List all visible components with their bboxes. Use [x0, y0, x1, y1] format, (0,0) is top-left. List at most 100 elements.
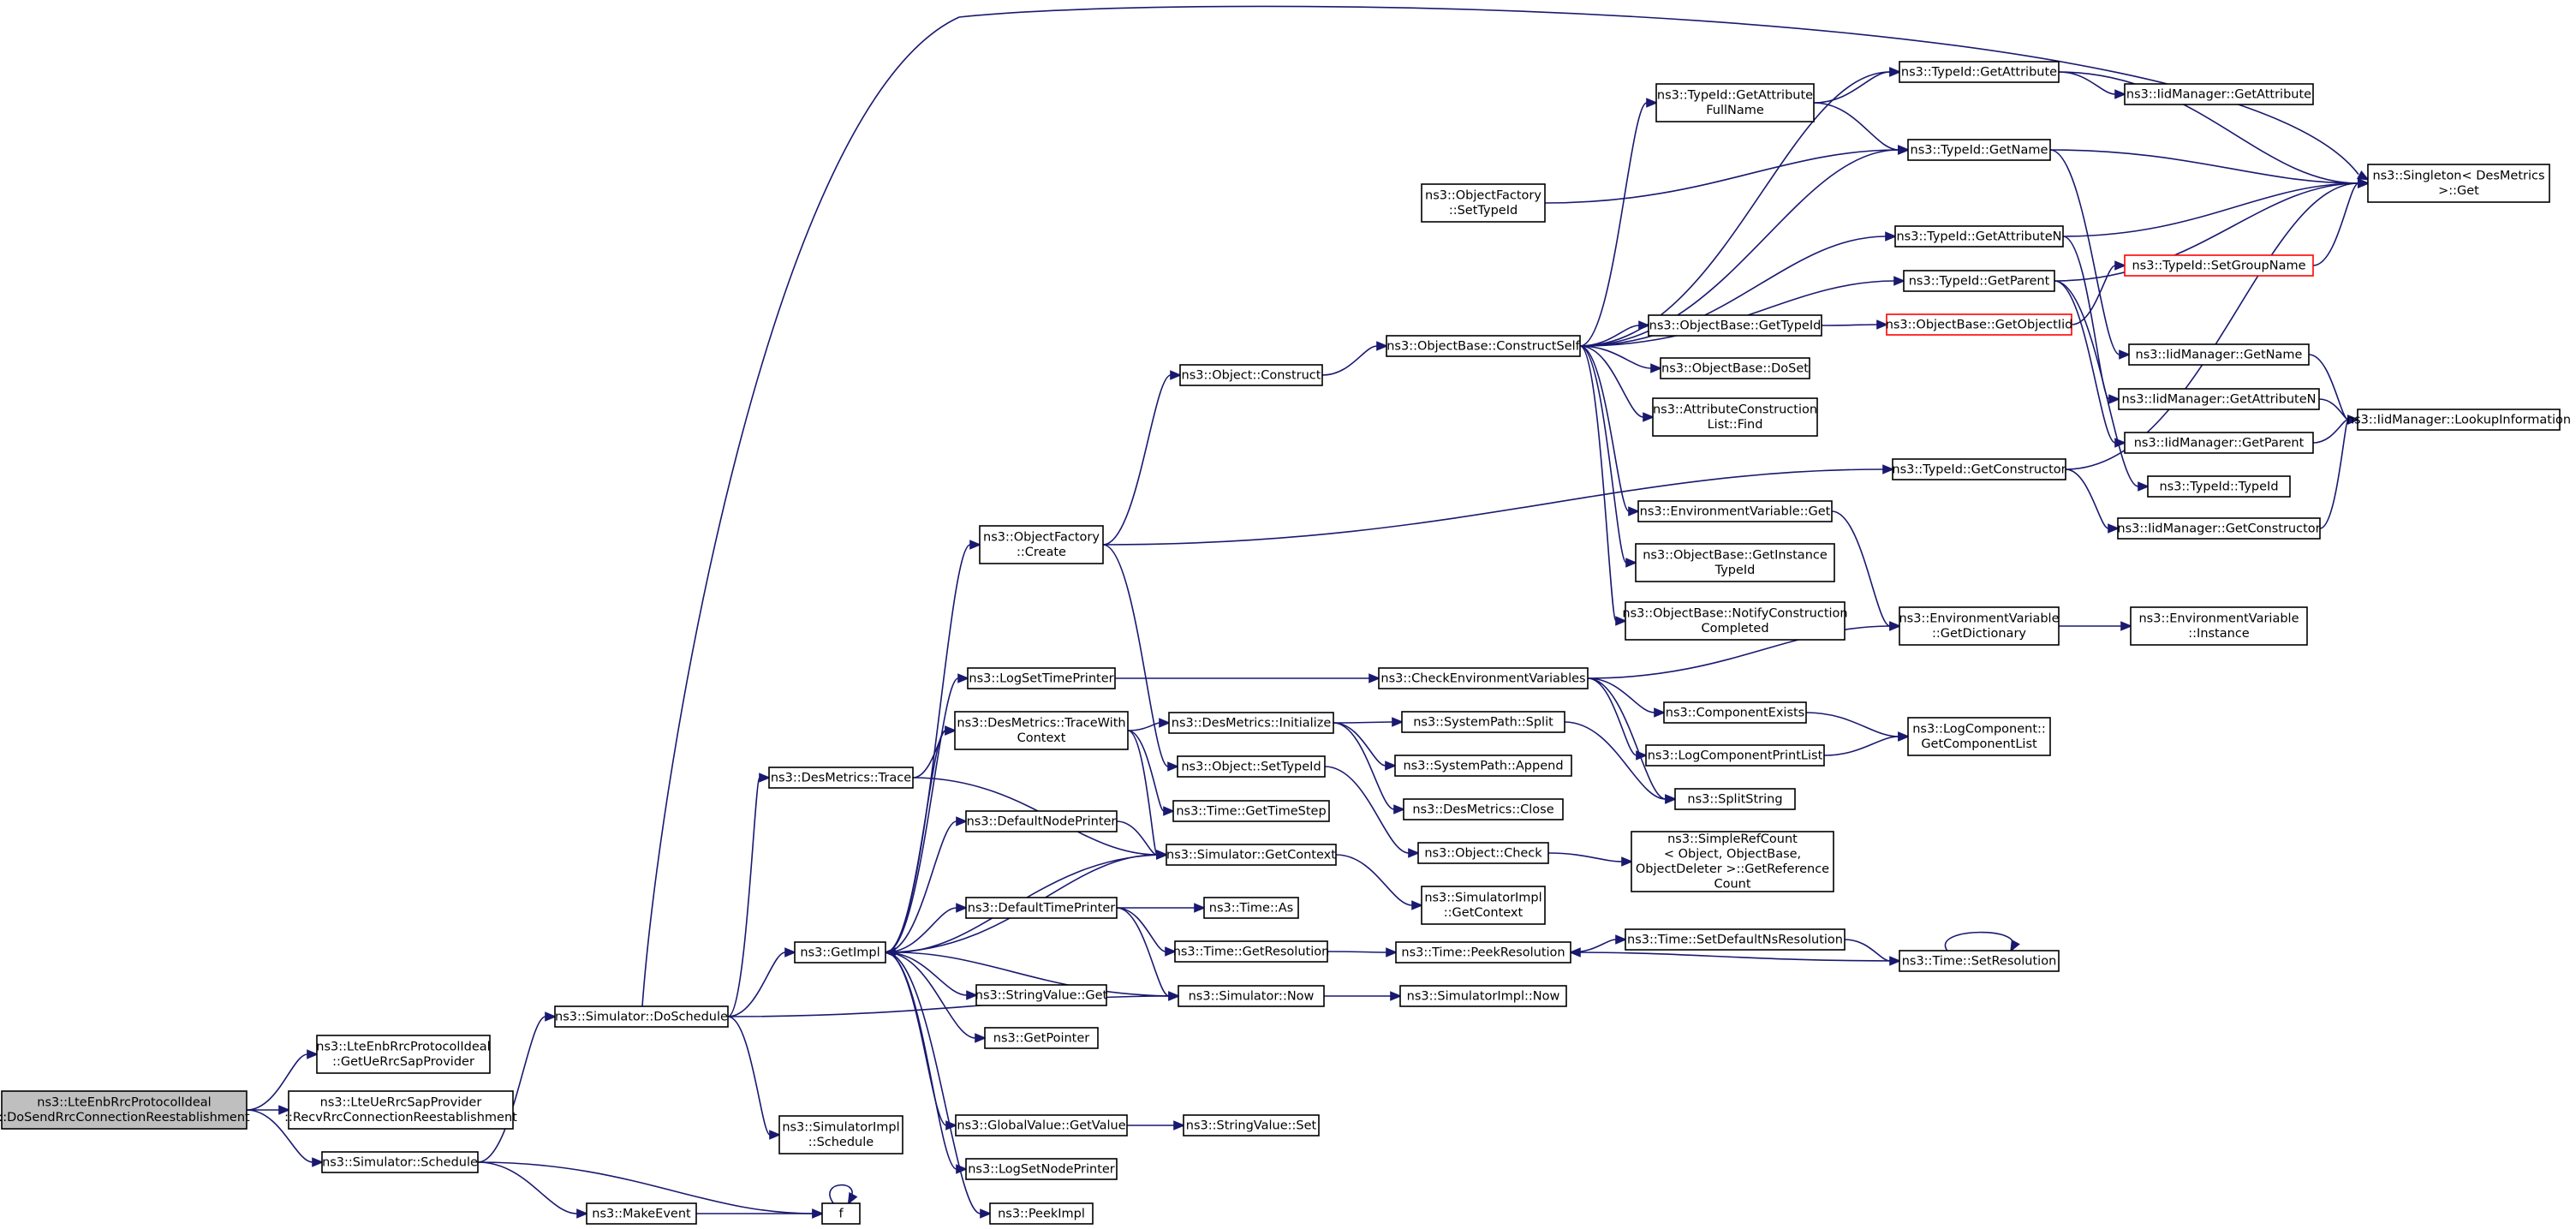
node-getObjectIid[interactable]: ns3::ObjectBase::GetObjectIid: [1886, 313, 2073, 336]
node-sysPathAppend[interactable]: ns3::SystemPath::Append: [1394, 755, 1572, 777]
edge-getImpl-to-logSetTimePrinter: [885, 673, 970, 953]
node-typeIdGetAttribute[interactable]: ns3::TypeId::GetAttribute: [1899, 61, 2060, 83]
edge-arrowhead: [2114, 260, 2127, 271]
edge-line: [2058, 71, 2116, 95]
node-recvRrc[interactable]: ns3::LteUeRrcSapProvider::RecvRrcConnect…: [284, 1090, 517, 1130]
node-getUeRrcSap[interactable]: ns3::LteEnbRrcProtocolIdeal::GetUeRrcSap…: [316, 1035, 491, 1074]
node-iidGetName[interactable]: ns3::IidManager::GetName: [2128, 343, 2310, 366]
node-peekImpl[interactable]: ns3::PeekImpl: [989, 1202, 1094, 1225]
node-envVarGet[interactable]: ns3::EnvironmentVariable::Get: [1637, 500, 1833, 522]
edge-line: [2058, 71, 2359, 184]
node-box: [2124, 254, 2314, 277]
node-simpleRefCount[interactable]: ns3::SimpleRefCount< Object, ObjectBase,…: [1631, 831, 1834, 892]
node-timeGetResolution[interactable]: ns3::Time::GetResolution: [1173, 940, 1330, 963]
node-objSetTypeId[interactable]: ns3::Object::SetTypeId: [1177, 755, 1326, 778]
node-label: ns3::Simulator::Schedule: [322, 1155, 478, 1169]
edge-typeIdGetName-to-iidGetName: [2049, 149, 2132, 360]
node-setDefaultNsRes[interactable]: ns3::Time::SetDefaultNsResolution: [1625, 928, 1846, 951]
node-desClose[interactable]: ns3::DesMetrics::Close: [1403, 798, 1564, 820]
node-simSchedule[interactable]: ns3::Simulator::Schedule: [321, 1151, 479, 1173]
node-envVarGetDictionary[interactable]: ns3::EnvironmentVariable::GetDictionary: [1899, 606, 2060, 646]
node-box: [1894, 225, 2064, 248]
node-objBaseDoSet[interactable]: ns3::ObjectBase::DoSet: [1660, 357, 1810, 379]
node-objBaseGetTypeId[interactable]: ns3::ObjectBase::GetTypeId: [1648, 314, 1822, 337]
node-box: [965, 810, 1118, 832]
node-box: [1394, 755, 1572, 777]
node-typeIdGetAttributeN[interactable]: ns3::TypeId::GetAttributeN: [1894, 225, 2064, 248]
node-objFactorySetTypeId[interactable]: ns3::ObjectFactory::SetTypeId: [1421, 183, 1546, 223]
node-desInit[interactable]: ns3::DesMetrics::Initialize: [1168, 712, 1334, 734]
node-getImpl[interactable]: ns3::GetImpl: [794, 941, 886, 964]
node-objectConstruct[interactable]: ns3::Object::Construct: [1179, 364, 1323, 386]
node-iidGetParent[interactable]: ns3::IidManager::GetParent: [2124, 432, 2314, 454]
node-makeEvent[interactable]: ns3::MakeEvent: [586, 1202, 697, 1225]
node-sysPathSplit[interactable]: ns3::SystemPath::Split: [1401, 711, 1565, 733]
edge-arrowhead: [1882, 464, 1895, 474]
edge-line: [1944, 931, 2014, 952]
node-typeIdGetName[interactable]: ns3::TypeId::GetName: [1907, 139, 2051, 161]
node-componentExists[interactable]: ns3::ComponentExists: [1663, 701, 1807, 724]
node-constructSelf[interactable]: ns3::ObjectBase::ConstructSelf: [1386, 335, 1581, 357]
node-iidLookup[interactable]: ns3::IidManager::LookupInformation: [2346, 409, 2571, 431]
node-logComponentGetList[interactable]: ns3::LogComponent::GetComponentList: [1907, 717, 2051, 756]
edge-arrowhead: [883, 947, 896, 958]
node-setGroupName[interactable]: ns3::TypeId::SetGroupName: [2124, 254, 2314, 277]
edge-arrowhead: [2119, 349, 2132, 360]
node-box: [2130, 606, 2308, 646]
node-f[interactable]: f: [821, 1202, 861, 1225]
edge-checkEnvVars-to-splitString: [1587, 677, 1678, 804]
node-timeGetTimeStep[interactable]: ns3::Time::GetTimeStep: [1172, 800, 1330, 822]
node-timeAs[interactable]: ns3::Time::As: [1203, 897, 1299, 919]
node-stringValueSet[interactable]: ns3::StringValue::Set: [1183, 1114, 1320, 1137]
edge-arrowhead: [1885, 231, 1898, 242]
node-singletonGet[interactable]: ns3::Singleton< DesMetrics >::Get: [2367, 164, 2550, 203]
edge-arrowhead: [1621, 856, 1634, 867]
node-label: ns3::SimulatorImpl: [1424, 892, 1541, 905]
node-label: ::Instance: [2188, 627, 2250, 641]
node-simImplSchedule[interactable]: ns3::SimulatorImpl::Schedule: [778, 1115, 903, 1154]
node-typeIdGetParent[interactable]: ns3::TypeId::GetParent: [1903, 270, 2055, 292]
edge-objFactoryCreate-to-objSetTypeId: [1102, 544, 1180, 772]
edge-line: [1127, 730, 1158, 856]
node-objectCheck[interactable]: ns3::Object::Check: [1417, 842, 1549, 864]
node-timePeekResolution[interactable]: ns3::Time::PeekResolution: [1395, 941, 1571, 964]
node-label: ns3::GlobalValue::GetValue: [957, 1119, 1125, 1132]
node-simNow[interactable]: ns3::Simulator::Now: [1178, 985, 1325, 1007]
node-simImplNow[interactable]: ns3::SimulatorImpl::Now: [1399, 985, 1567, 1007]
node-simImplGetContext[interactable]: ns3::SimulatorImpl::GetContext: [1421, 886, 1546, 925]
node-logSetNodePrinter[interactable]: ns3::LogSetNodePrinter: [965, 1158, 1118, 1180]
node-box: [1625, 928, 1846, 951]
node-doSchedule[interactable]: ns3::Simulator::DoSchedule: [554, 1005, 729, 1028]
node-globalValueGetValue[interactable]: ns3::GlobalValue::GetValue: [955, 1114, 1128, 1137]
node-logSetTimePrinter[interactable]: ns3::LogSetTimePrinter: [967, 667, 1116, 689]
node-objBaseNotify[interactable]: ns3::ObjectBase::NotifyConstructionCompl…: [1622, 601, 1848, 641]
edge-arrowhead: [966, 990, 979, 1000]
node-iidGetAttribute[interactable]: ns3::IidManager::GetAttribute: [2124, 83, 2314, 105]
node-typeIdGetConstructor[interactable]: ns3::TypeId::GetConstructor: [1892, 458, 2066, 480]
edge-typeIdGetConstructor-to-singletonGet: [2065, 178, 2370, 470]
node-envVarInstance[interactable]: ns3::EnvironmentVariable::Instance: [2130, 606, 2308, 646]
node-defaultTimePrinter[interactable]: ns3::DefaultTimePrinter: [965, 897, 1118, 919]
node-splitString[interactable]: ns3::SplitString: [1674, 788, 1796, 810]
node-typeIdTypeId[interactable]: ns3::TypeId::TypeId: [2147, 475, 2291, 498]
node-checkEnvVars[interactable]: ns3::CheckEnvironmentVariables: [1378, 667, 1589, 689]
node-stringValueGet[interactable]: ns3::StringValue::Get: [975, 984, 1108, 1006]
node-simGetContext[interactable]: ns3::Simulator::GetContext: [1166, 844, 1337, 866]
node-iidGetAttributeN[interactable]: ns3::IidManager::GetAttributeN: [2118, 388, 2320, 410]
node-getPointer[interactable]: ns3::GetPointer: [984, 1027, 1099, 1049]
edge-simGetContext-to-simImplGetContext: [1335, 854, 1424, 910]
node-label: ns3::TypeId::SetGroupName: [2132, 259, 2305, 272]
node-timeSetResolution[interactable]: ns3::Time::SetResolution: [1899, 950, 2060, 972]
node-logComponentPrintList[interactable]: ns3::LogComponentPrintList: [1645, 744, 1825, 767]
node-desTrace[interactable]: ns3::DesMetrics::Trace: [768, 767, 914, 789]
node-root[interactable]: ns3::LteEnbRrcProtocolIdeal::DoSendRrcCo…: [0, 1090, 250, 1130]
node-objFactoryCreate[interactable]: ns3::ObjectFactory::Create: [979, 525, 1104, 564]
edge-line: [885, 907, 957, 953]
edge-constructSelf-to-getAttrFullName: [1579, 98, 1659, 347]
node-iidGetConstructor[interactable]: ns3::IidManager::GetConstructor: [2117, 517, 2321, 540]
node-defaultNodePrinter[interactable]: ns3::DefaultNodePrinter: [965, 810, 1118, 832]
